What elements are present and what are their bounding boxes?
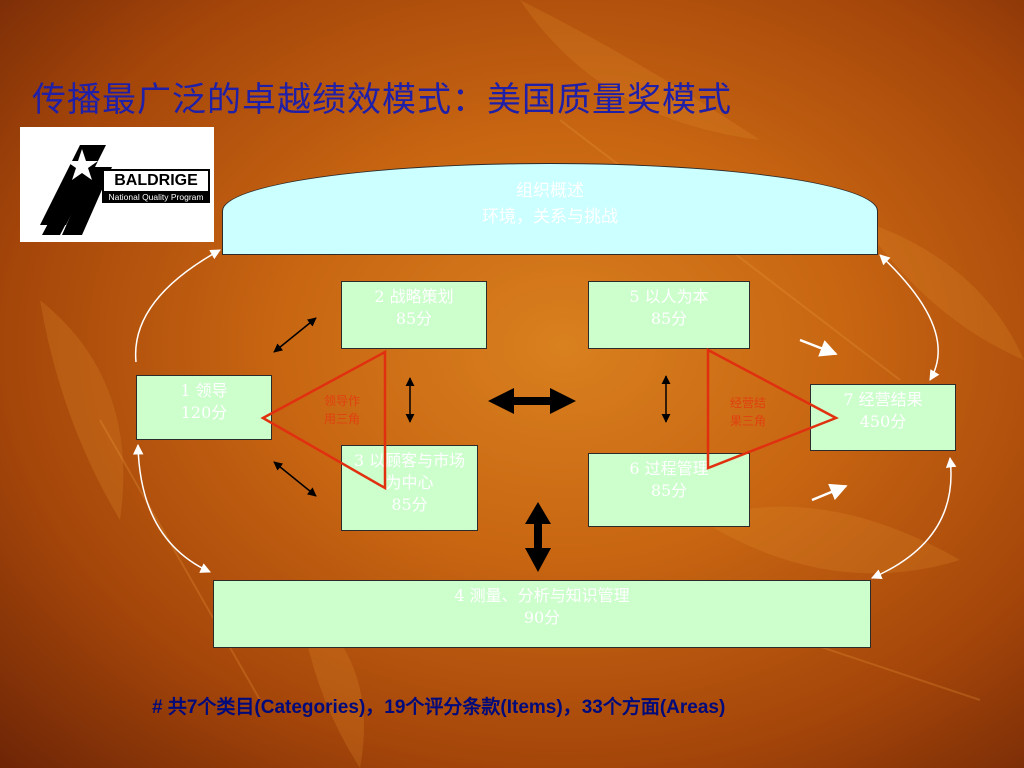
link-leadership-profile [134,249,221,363]
link-profile-results [879,254,940,381]
category-score: 85分 [650,309,688,328]
profile-subheading: 环境，关系与挑战 [482,207,618,227]
star-stripes-icon [40,145,112,235]
baldrige-logo: BALDRIGE National Quality Program [20,127,214,242]
organizational-profile-box: 组织概述 环境，关系与挑战 [222,163,878,255]
category-score: 90分 [523,608,561,627]
category-score: 450分 [859,412,907,431]
category-name: 测量、分析与知识管理 [469,586,630,605]
category-box-measurement: 4 测量、分析与知识管理 90分 [213,580,871,648]
logo-brand-text: BALDRIGE [102,169,210,191]
category-score: 120分 [180,403,228,422]
category-number: 7 [843,390,854,409]
category-number: 1 [180,381,191,400]
arrow-to-results-lower [811,483,848,502]
category-name: 以人为本 [644,287,709,306]
category-number: 3 [353,451,365,470]
category-name: 领导 [195,381,228,400]
thick-arrow-horizontal [488,388,576,414]
category-box-strategy: 2 战略策划 85分 [341,281,487,349]
footer-note: # 共7个类目(Categories)，19个评分条款(Items)，33个方面… [152,697,726,718]
category-score: 85分 [391,495,428,514]
category-box-process: 6 过程管理 85分 [588,453,750,527]
page-title: 传播最广泛的卓越绩效模式：美国质量奖模式 [32,80,732,120]
profile-heading: 组织概述 [516,181,584,201]
link-leadership-measure [132,443,211,573]
category-name: 战略策划 [389,287,454,306]
leadership-triad-triangle [260,349,387,491]
leadership-triad-label: 领导作 用三角 [323,394,360,426]
category-number: 2 [374,287,385,306]
thick-arrow-vertical [525,502,551,572]
link-results-measure [871,456,957,580]
arrow-leadership-customer [273,461,317,497]
category-box-leadership: 1 领导 120分 [136,375,272,440]
logo-subtitle-text: National Quality Program [102,191,210,203]
category-score: 85分 [650,481,688,500]
category-box-workforce: 5 以人为本 85分 [588,281,750,349]
category-name: 过程管理 [644,459,709,478]
category-name: 以顾客与市场为中心 [369,451,466,492]
arrow-to-results-upper [799,338,838,357]
results-triad-label: 经营结 果三角 [729,396,766,428]
category-number: 5 [629,287,640,306]
category-score: 85分 [395,309,433,328]
category-number: 6 [629,459,640,478]
category-box-customer: 3 以顾客与市场为中心 85分 [341,445,478,531]
category-number: 4 [454,586,465,605]
category-name: 经营结果 [858,390,923,409]
results-triad-triangle [706,347,839,470]
arrow-leadership-strategy [273,317,317,353]
